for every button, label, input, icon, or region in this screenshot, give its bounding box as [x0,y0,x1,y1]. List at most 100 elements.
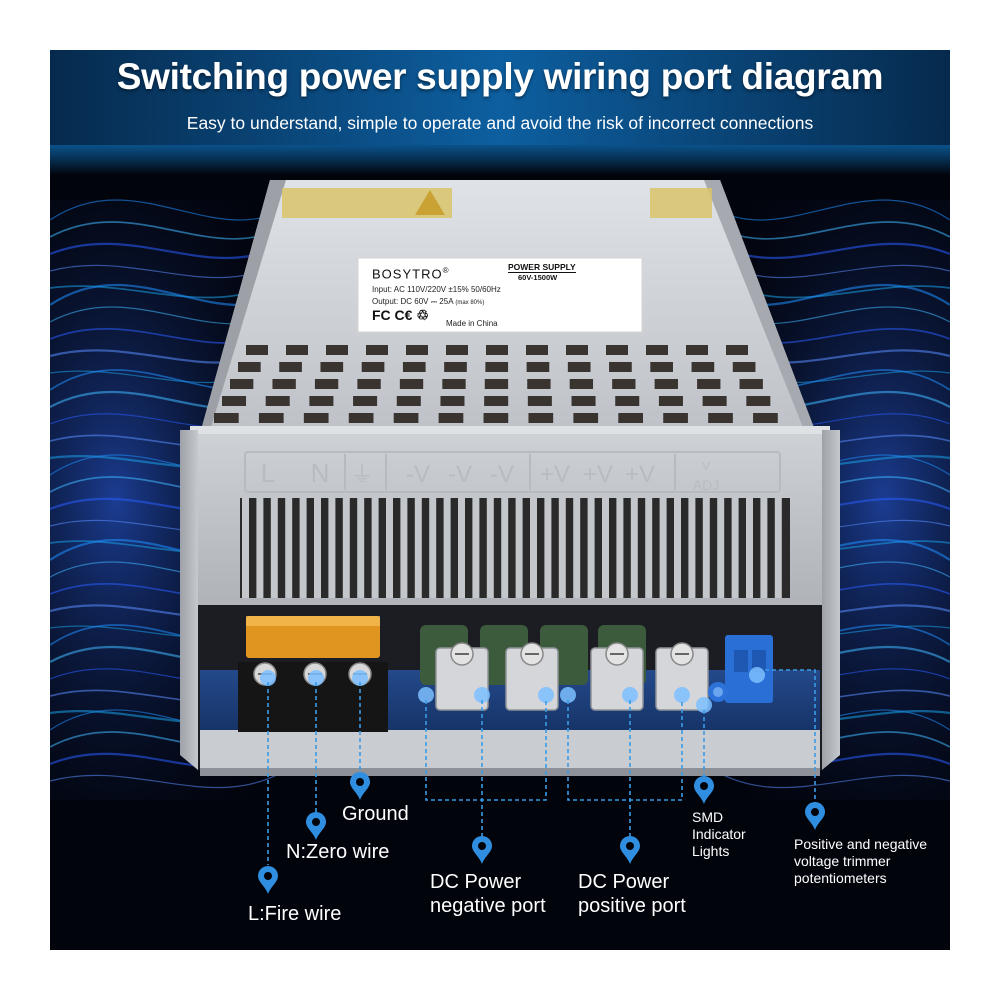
front-vent-slot [515,498,523,598]
label-dc-positive: DC Power positive port [578,870,686,919]
warning-sticker-right [650,188,712,218]
front-vent-slot [558,498,566,598]
top-vent-hole [606,345,628,355]
top-vent-hole [238,362,261,372]
top-vent-hole [739,379,763,389]
top-vent-hole [286,345,308,355]
location-pin-hole [478,842,486,850]
top-vent-hole [320,362,344,372]
terminal-marking: -V [406,461,430,488]
label-fire-wire: L:Fire wire [248,903,342,925]
top-vent-hole [396,396,421,406]
location-pin-hole [811,808,819,816]
terminal-marking: ⏚ [351,462,373,487]
top-vent-holes [214,345,778,423]
nameplate-origin: Made in China [446,319,498,328]
nameplate-input: Input: AC 110V/220V ±15% 50/60Hz [372,285,501,294]
terminal-marking: ADJ [693,477,719,493]
location-pin-hole [356,778,364,786]
front-vent-slot [659,498,667,598]
top-vent-hole [691,362,715,372]
top-vent-hole [646,345,668,355]
chassis-bottom-shadow [200,768,820,776]
top-vent-hole [406,345,428,355]
front-vent-slot [573,498,581,598]
chassis-bottom-lip [200,730,820,770]
front-vent-slot [587,498,595,598]
location-pin-hole [626,842,634,850]
top-vent-hole [612,379,636,389]
top-vent-hole [486,345,508,355]
front-vent-slot [760,498,768,598]
top-vent-hole [303,413,329,423]
front-vent-slot [472,498,480,598]
top-vent-hole [708,413,733,423]
callout-dot [352,670,368,686]
top-vent-hole [314,379,339,389]
callout-dot [674,687,690,703]
front-vent-slot [731,498,739,598]
top-vent-hole [438,413,464,423]
top-vent-hole [483,413,509,423]
top-vent-hole [272,379,296,389]
terminal-marking: -V [448,461,472,488]
callout-dot [749,667,765,683]
front-vent-slot [530,498,537,598]
front-vent-slot [602,498,609,598]
callout-line [567,700,683,801]
label-dc-negative-line2: negative port [430,895,546,918]
top-vent-hole [222,396,247,406]
front-vent-slot [501,498,509,598]
top-vent-hole [484,396,509,406]
front-vent-slot [746,498,753,598]
location-pin-hole [312,818,320,826]
top-vent-hole [393,413,419,423]
terminal-marking: +V [625,461,655,488]
front-vent-slots [242,498,782,598]
top-vent-hole [230,379,254,389]
page-subtitle: Easy to understand, simple to operate an… [186,113,814,133]
top-vent-hole [444,362,467,372]
top-vent-hole [654,379,678,389]
top-vent-hole [618,413,644,423]
callout-dot [696,697,712,713]
front-vent-slot [717,498,725,598]
label-ground: Ground [342,803,409,825]
callout-dot [418,687,434,703]
label-smd-line2: Indicator [692,826,746,843]
header-band [50,50,950,145]
top-vent-hole [527,379,551,389]
top-vent-hole [214,413,239,423]
terminal-marking: +V [583,461,613,488]
front-vent-slot [357,498,365,598]
location-pin-hole [700,782,708,790]
front-panel-bevel [190,426,830,434]
chassis-left-edge [190,180,286,470]
label-trimmer-potentiometers: Positive and negative voltage trimmer po… [794,836,927,887]
front-vent-slot [630,498,638,598]
label-trimmer-line1: Positive and negative [794,836,928,852]
front-vent-slot [645,498,653,598]
callout-lines [267,669,816,865]
front-vent-slot [544,498,552,598]
top-vent-hole [246,345,268,355]
front-vent-slot [443,498,451,598]
location-pin-markers [258,772,825,894]
front-vent-slot [486,498,494,598]
front-vent-slot [458,498,465,598]
nameplate-output-value: Output: DC 60V ⎓ 25A [372,297,454,306]
front-vent-slot [414,498,422,598]
top-vent-hole [746,396,771,406]
top-vent-hole [566,345,588,355]
top-vent-hole [399,379,424,389]
label-smd-line1: SMD [692,809,724,825]
top-vent-hole [526,362,550,372]
front-vent-slot [342,498,350,598]
page-title: Switching power supply wiring port diagr… [116,56,884,97]
top-vent-hole [348,413,374,423]
top-vent-hole [258,413,284,423]
top-vent-hole [265,396,290,406]
top-vent-hole [573,413,599,423]
